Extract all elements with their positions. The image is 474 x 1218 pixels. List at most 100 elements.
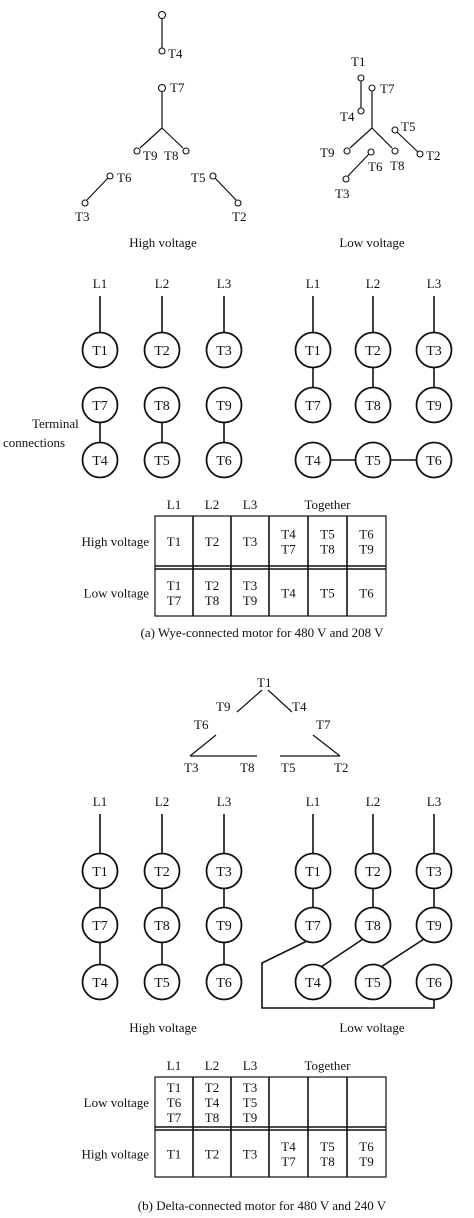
terminal-t5: T5 [143, 441, 181, 479]
delta-t5-label: T5 [281, 760, 295, 775]
delta-t3-label: T3 [184, 760, 198, 775]
terminal-circle [354, 906, 392, 944]
terminal-label: T9 [426, 399, 442, 414]
terminal-label: T5 [154, 976, 170, 991]
table-cell: T8 [320, 1154, 334, 1169]
terminal-t8: T8 [354, 906, 392, 944]
terminal-t1: T1 [81, 852, 119, 890]
terminal-label: T3 [216, 865, 232, 880]
terminal-circle [143, 331, 181, 369]
terminal-circle [415, 852, 453, 890]
line-label-l1: L1 [93, 794, 107, 809]
terminal-t4: T4 [81, 441, 119, 479]
table-cell: T1 [167, 1080, 181, 1095]
terminal-label: T8 [154, 919, 170, 934]
table-row-label: High voltage [81, 534, 149, 549]
terminal-label: T7 [92, 919, 108, 934]
terminal-label: T7 [305, 919, 321, 934]
terminal-circle [205, 852, 243, 890]
wye-low-t3-label: T3 [335, 186, 349, 201]
table-header-together: Together [304, 497, 351, 512]
terminal-circle [294, 386, 332, 424]
terminal-label: T9 [426, 919, 442, 934]
table-cell: T1 [167, 534, 181, 549]
table-cell: T7 [281, 542, 296, 557]
terminal-t9: T9 [415, 906, 453, 944]
terminal-circle [81, 441, 119, 479]
delta-return-link [261, 940, 435, 1009]
wye-low-caption: Low voltage [339, 235, 405, 250]
terminal-label: T2 [365, 344, 381, 359]
table-cell: T2 [205, 1147, 219, 1162]
table-cell: T9 [359, 1154, 373, 1169]
wye-low-t6-label: T6 [368, 159, 383, 174]
table-cell: T3 [243, 1080, 257, 1095]
terminal-label: T1 [92, 865, 108, 880]
terminal-label: T5 [365, 976, 381, 991]
wye-caption: (a) Wye-connected motor for 480 V and 20… [140, 625, 384, 640]
delta-link [380, 938, 425, 968]
terminal-circle [354, 852, 392, 890]
terminal-circle [143, 963, 181, 1001]
terminal-label: T4 [305, 454, 321, 469]
delta-t1-label: T1 [257, 675, 271, 690]
table-header-l3: L3 [243, 497, 257, 512]
terminal-t2: T2 [143, 331, 181, 369]
terminal-circle [294, 906, 332, 944]
wye-high-t9-label: T9 [143, 148, 157, 163]
terminal-label: T8 [365, 399, 381, 414]
table-header-l2: L2 [205, 1058, 219, 1073]
terminal-label: T6 [216, 454, 232, 469]
terminal-t1: T1 [294, 331, 332, 369]
terminal-t9: T9 [205, 906, 243, 944]
terminal-circle [415, 963, 453, 1001]
side-label-line2: connections [3, 435, 65, 450]
terminal-circle [143, 852, 181, 890]
terminal-label: T3 [426, 865, 442, 880]
terminal-t7: T7 [81, 906, 119, 944]
delta-high-caption: High voltage [129, 1020, 197, 1035]
terminal-circle [143, 906, 181, 944]
terminal-circle [205, 441, 243, 479]
wye-low-t5-label: T5 [401, 119, 415, 134]
table-cell: T6 [167, 1095, 182, 1110]
table-row-label: High voltage [81, 1147, 149, 1162]
line-label-l2: L2 [366, 276, 380, 291]
table-cell: T6 [359, 1139, 374, 1154]
line-label-l3: L3 [217, 794, 231, 809]
table-header-l1: L1 [167, 1058, 181, 1073]
table-cell: T8 [205, 593, 219, 608]
terminal-circle [415, 386, 453, 424]
terminal-circle [415, 331, 453, 369]
delta-t9-label: T9 [216, 699, 230, 714]
line-label-l3: L3 [427, 276, 441, 291]
terminal-t8: T8 [143, 386, 181, 424]
terminal-label: T9 [216, 399, 232, 414]
table-cell: T8 [320, 542, 334, 557]
terminal-circle [294, 331, 332, 369]
terminal-t6: T6 [205, 963, 243, 1001]
side-label-line1: Terminal [32, 416, 79, 431]
line-label-l1: L1 [306, 794, 320, 809]
table-header-l3: L3 [243, 1058, 257, 1073]
wye-low-t7-label: T7 [380, 81, 395, 96]
terminal-circle [205, 331, 243, 369]
terminal-label: T3 [216, 344, 232, 359]
wye-high-t6-label: T6 [117, 170, 132, 185]
terminal-label: T4 [305, 976, 321, 991]
terminal-t6: T6 [205, 441, 243, 479]
terminal-circle [294, 963, 332, 1001]
delta-t4-label: T4 [292, 699, 307, 714]
terminal-t3: T3 [205, 331, 243, 369]
terminal-t8: T8 [143, 906, 181, 944]
table-row-label: Low voltage [84, 586, 150, 601]
terminal-circle [81, 331, 119, 369]
terminal-circle [81, 852, 119, 890]
wye-low-schematic: T1 T4 T7 T9 T8 T5 T2 T6 T3 [320, 54, 440, 201]
terminal-label: T2 [154, 344, 170, 359]
table-cell: T9 [243, 1110, 257, 1125]
terminal-circle [354, 331, 392, 369]
